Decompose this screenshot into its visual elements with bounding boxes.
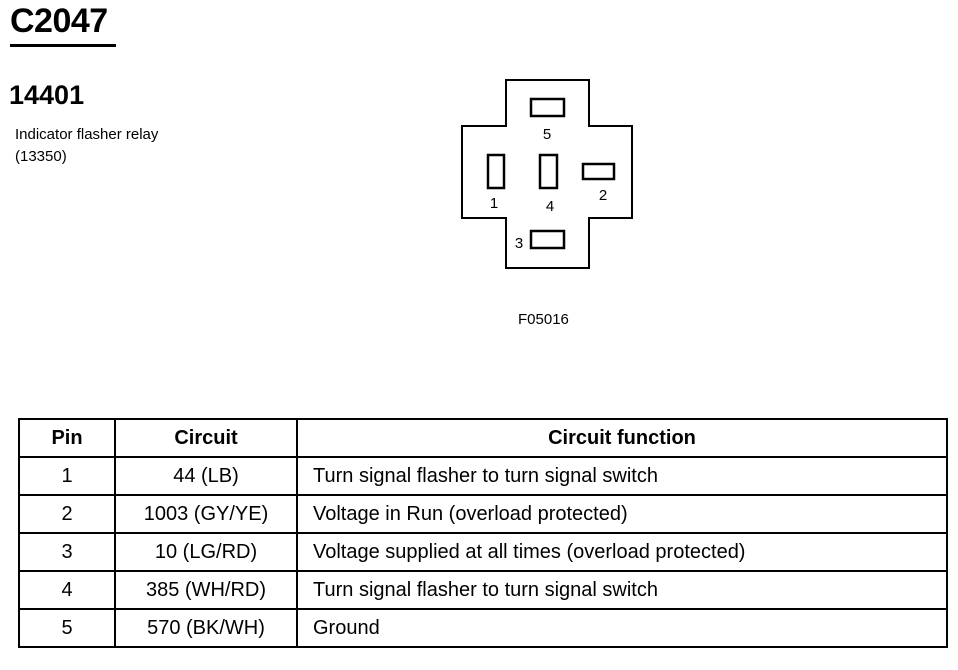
pin-cell: 5	[18, 608, 116, 648]
header-circuit-function: Circuit function	[296, 418, 948, 458]
table-row: 3 10 (LG/RD) Voltage supplied at all tim…	[18, 532, 948, 572]
pin-5-label: 5	[543, 126, 551, 143]
figure-id: F05016	[518, 311, 569, 328]
component-description: Indicator flasher relay (13350)	[15, 126, 159, 165]
circuit-cell: 385 (WH/RD)	[114, 570, 298, 610]
pin-cell: 1	[18, 456, 116, 496]
function-cell: Voltage in Run (overload protected)	[296, 494, 948, 534]
header-circuit: Circuit	[114, 418, 298, 458]
circuit-cell: 10 (LG/RD)	[114, 532, 298, 572]
pin-4-terminal	[538, 153, 559, 190]
table-header-row: Pin Circuit Circuit function	[18, 418, 948, 458]
pin-4-label: 4	[546, 198, 554, 215]
pin-cell: 2	[18, 494, 116, 534]
table-row: 2 1003 (GY/YE) Voltage in Run (overload …	[18, 494, 948, 534]
table-row: 5 570 (BK/WH) Ground	[18, 608, 948, 648]
function-cell: Ground	[296, 608, 948, 648]
table-row: 1 44 (LB) Turn signal flasher to turn si…	[18, 456, 948, 496]
circuit-cell: 44 (LB)	[114, 456, 298, 496]
pin-cell: 4	[18, 570, 116, 610]
pin-3-terminal	[529, 229, 566, 250]
pin-2-terminal	[581, 162, 616, 181]
connector-face-diagram: 5 1 4 2 3	[461, 79, 633, 269]
connector-id: C2047	[10, 2, 108, 40]
pin-5-terminal	[529, 97, 566, 118]
connector-id-underline	[10, 44, 116, 47]
table-row: 4 385 (WH/RD) Turn signal flasher to tur…	[18, 570, 948, 610]
pin-cell: 3	[18, 532, 116, 572]
pin-1-label: 1	[490, 195, 498, 212]
component-number: 14401	[9, 80, 85, 110]
function-cell: Voltage supplied at all times (overload …	[296, 532, 948, 572]
circuit-cell: 570 (BK/WH)	[114, 608, 298, 648]
connector-outline	[461, 79, 633, 269]
header-pin: Pin	[18, 418, 116, 458]
function-cell: Turn signal flasher to turn signal switc…	[296, 570, 948, 610]
pin-2-label: 2	[599, 187, 607, 204]
pin-1-terminal	[486, 153, 506, 190]
pin-table: Pin Circuit Circuit function 1 44 (LB) T…	[18, 418, 948, 648]
circuit-cell: 1003 (GY/YE)	[114, 494, 298, 534]
function-cell: Turn signal flasher to turn signal switc…	[296, 456, 948, 496]
pin-3-label: 3	[515, 235, 523, 252]
